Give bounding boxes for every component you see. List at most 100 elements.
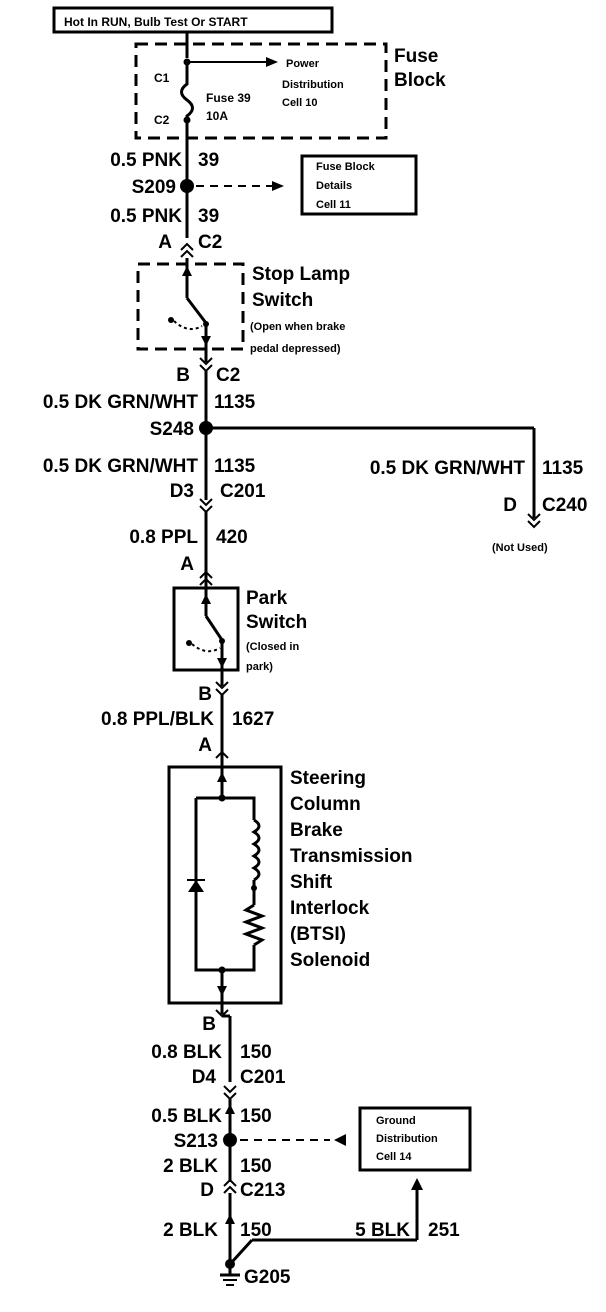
d4-pin: D4 — [192, 1067, 217, 1088]
s213-label: S213 — [174, 1131, 218, 1152]
wire4-gauge: 0.5 DK GRN/WHT — [43, 456, 199, 477]
header-box — [52, 6, 334, 34]
stop-top-connector: C2 — [198, 232, 222, 253]
btsi-resistor-icon — [241, 903, 267, 947]
wire6-gauge: 0.8 PPL — [129, 527, 198, 548]
stop-lamp-switch-outline — [136, 262, 245, 351]
stop-lamp-switch-name-2: Switch — [252, 290, 313, 311]
c201-d4-connector-icon — [223, 1085, 237, 1094]
park-switch-note-2: park) — [246, 661, 273, 673]
park-top-pin: A — [180, 554, 194, 575]
btsi-bot-pin: B — [202, 1014, 216, 1035]
ground-distribution-box — [358, 1106, 472, 1172]
power-ref-2: Distribution — [282, 79, 344, 91]
wire1-circuit: 39 — [198, 150, 219, 171]
fuse-rating: 10A — [206, 109, 228, 123]
stop-bot-pin: B — [176, 365, 190, 386]
stop-bot-connector-icon — [199, 357, 213, 366]
btsi-label-7: (BTSI) — [290, 924, 346, 945]
wire11-circuit: 150 — [240, 1220, 272, 1241]
stop-lamp-switch-note-2: pedal depressed) — [250, 343, 341, 355]
wire9-circuit: 150 — [240, 1106, 272, 1127]
c201-d3-connector-icon — [199, 498, 213, 507]
wire3-circuit: 1135 — [214, 392, 256, 413]
c201-b-label: C201 — [240, 1067, 286, 1088]
s209-label: S209 — [132, 177, 176, 198]
ground-dist-2: Distribution — [376, 1133, 438, 1145]
wire5-circuit: 1135 — [542, 458, 584, 479]
fuse-name: Fuse 39 — [206, 91, 251, 105]
c213-label: C213 — [240, 1180, 285, 1201]
fuse-39-icon — [180, 60, 194, 124]
btsi-label-5: Shift — [290, 872, 333, 893]
btsi-label-1: Steering — [290, 768, 366, 789]
btsi-top-connector-icon — [215, 750, 229, 759]
wire8-circuit: 150 — [240, 1042, 272, 1063]
park-top-connector-icon — [199, 570, 213, 579]
wire6-circuit: 420 — [216, 527, 248, 548]
fuse-c2-label: C2 — [154, 113, 170, 127]
fuse-details-2: Details — [316, 180, 352, 192]
fuse-c1-label: C1 — [154, 71, 170, 85]
wire10-gauge: 2 BLK — [163, 1156, 218, 1177]
c213-connector-icon — [223, 1178, 237, 1187]
fuse-details-box — [300, 154, 418, 216]
btsi-solenoid-outline — [167, 765, 283, 1005]
stop-lamp-switch-blade-icon — [185, 297, 208, 324]
stop-top-pin: A — [158, 232, 172, 253]
fuse-block-outline — [134, 42, 388, 140]
stop-lamp-switch-note-1: (Open when brake — [250, 321, 345, 333]
fuse-details-3: Cell 11 — [316, 199, 351, 211]
stop-lamp-switch-name-1: Stop Lamp — [252, 264, 350, 285]
park-switch-note-1: (Closed in — [246, 641, 299, 653]
wire12-gauge: 5 BLK — [355, 1220, 410, 1241]
c240-pin: D — [503, 495, 517, 516]
wire1-gauge: 0.5 PNK — [110, 150, 182, 171]
d3-pin: D3 — [170, 481, 194, 502]
park-switch-name-2: Switch — [246, 612, 307, 633]
fuse-block-title-2: Block — [394, 70, 446, 91]
wire4-circuit: 1135 — [214, 456, 256, 477]
c240-label: C240 — [542, 495, 587, 516]
park-switch-blade-icon — [204, 615, 224, 641]
wire12-circuit: 251 — [428, 1220, 460, 1241]
c201-a-label: C201 — [220, 481, 266, 502]
wire8-gauge: 0.8 BLK — [151, 1042, 222, 1063]
fuse-c2-terminal — [183, 116, 191, 124]
btsi-label-2: Column — [290, 794, 361, 815]
c240-connector-icon — [527, 513, 541, 522]
park-switch-name-1: Park — [246, 588, 288, 609]
btsi-label-3: Brake — [290, 820, 343, 841]
wire7-circuit: 1627 — [232, 709, 274, 730]
splice-s209 — [180, 179, 194, 193]
c240-not-used: (Not Used) — [492, 542, 548, 554]
c213-pin: D — [200, 1180, 214, 1201]
splice-s213 — [223, 1133, 237, 1147]
s248-label: S248 — [150, 419, 194, 440]
fuse-details-1: Fuse Block — [316, 161, 376, 173]
wire9-gauge: 0.5 BLK — [151, 1106, 222, 1127]
wire10-circuit: 150 — [240, 1156, 272, 1177]
btsi-label-8: Solenoid — [290, 950, 370, 971]
ground-dist-1: Ground — [376, 1115, 416, 1127]
btsi-label-4: Transmission — [290, 846, 413, 867]
wire11-gauge: 2 BLK — [163, 1220, 218, 1241]
wire7-gauge: 0.8 PPL/BLK — [101, 709, 214, 730]
btsi-top-pin: A — [198, 735, 212, 756]
fuse-details-arrow-icon — [272, 181, 284, 191]
stop-bot-connector: C2 — [216, 365, 240, 386]
header-label: Hot In RUN, Bulb Test Or START — [64, 15, 248, 29]
ground-dist-3: Cell 14 — [376, 1151, 412, 1163]
g205-label: G205 — [244, 1267, 291, 1288]
fuse-block-title-1: Fuse — [394, 46, 438, 67]
ground-ref-arrow-icon — [334, 1134, 346, 1146]
power-ref-arrow-icon — [266, 57, 278, 67]
wire2-circuit: 39 — [198, 206, 219, 227]
fuse-gap — [180, 58, 194, 124]
wire3-gauge: 0.5 DK GRN/WHT — [43, 392, 199, 413]
btsi-diode-icon — [188, 880, 204, 892]
stop-top-connector-icon — [180, 242, 194, 251]
park-bot-pin: B — [198, 684, 212, 705]
